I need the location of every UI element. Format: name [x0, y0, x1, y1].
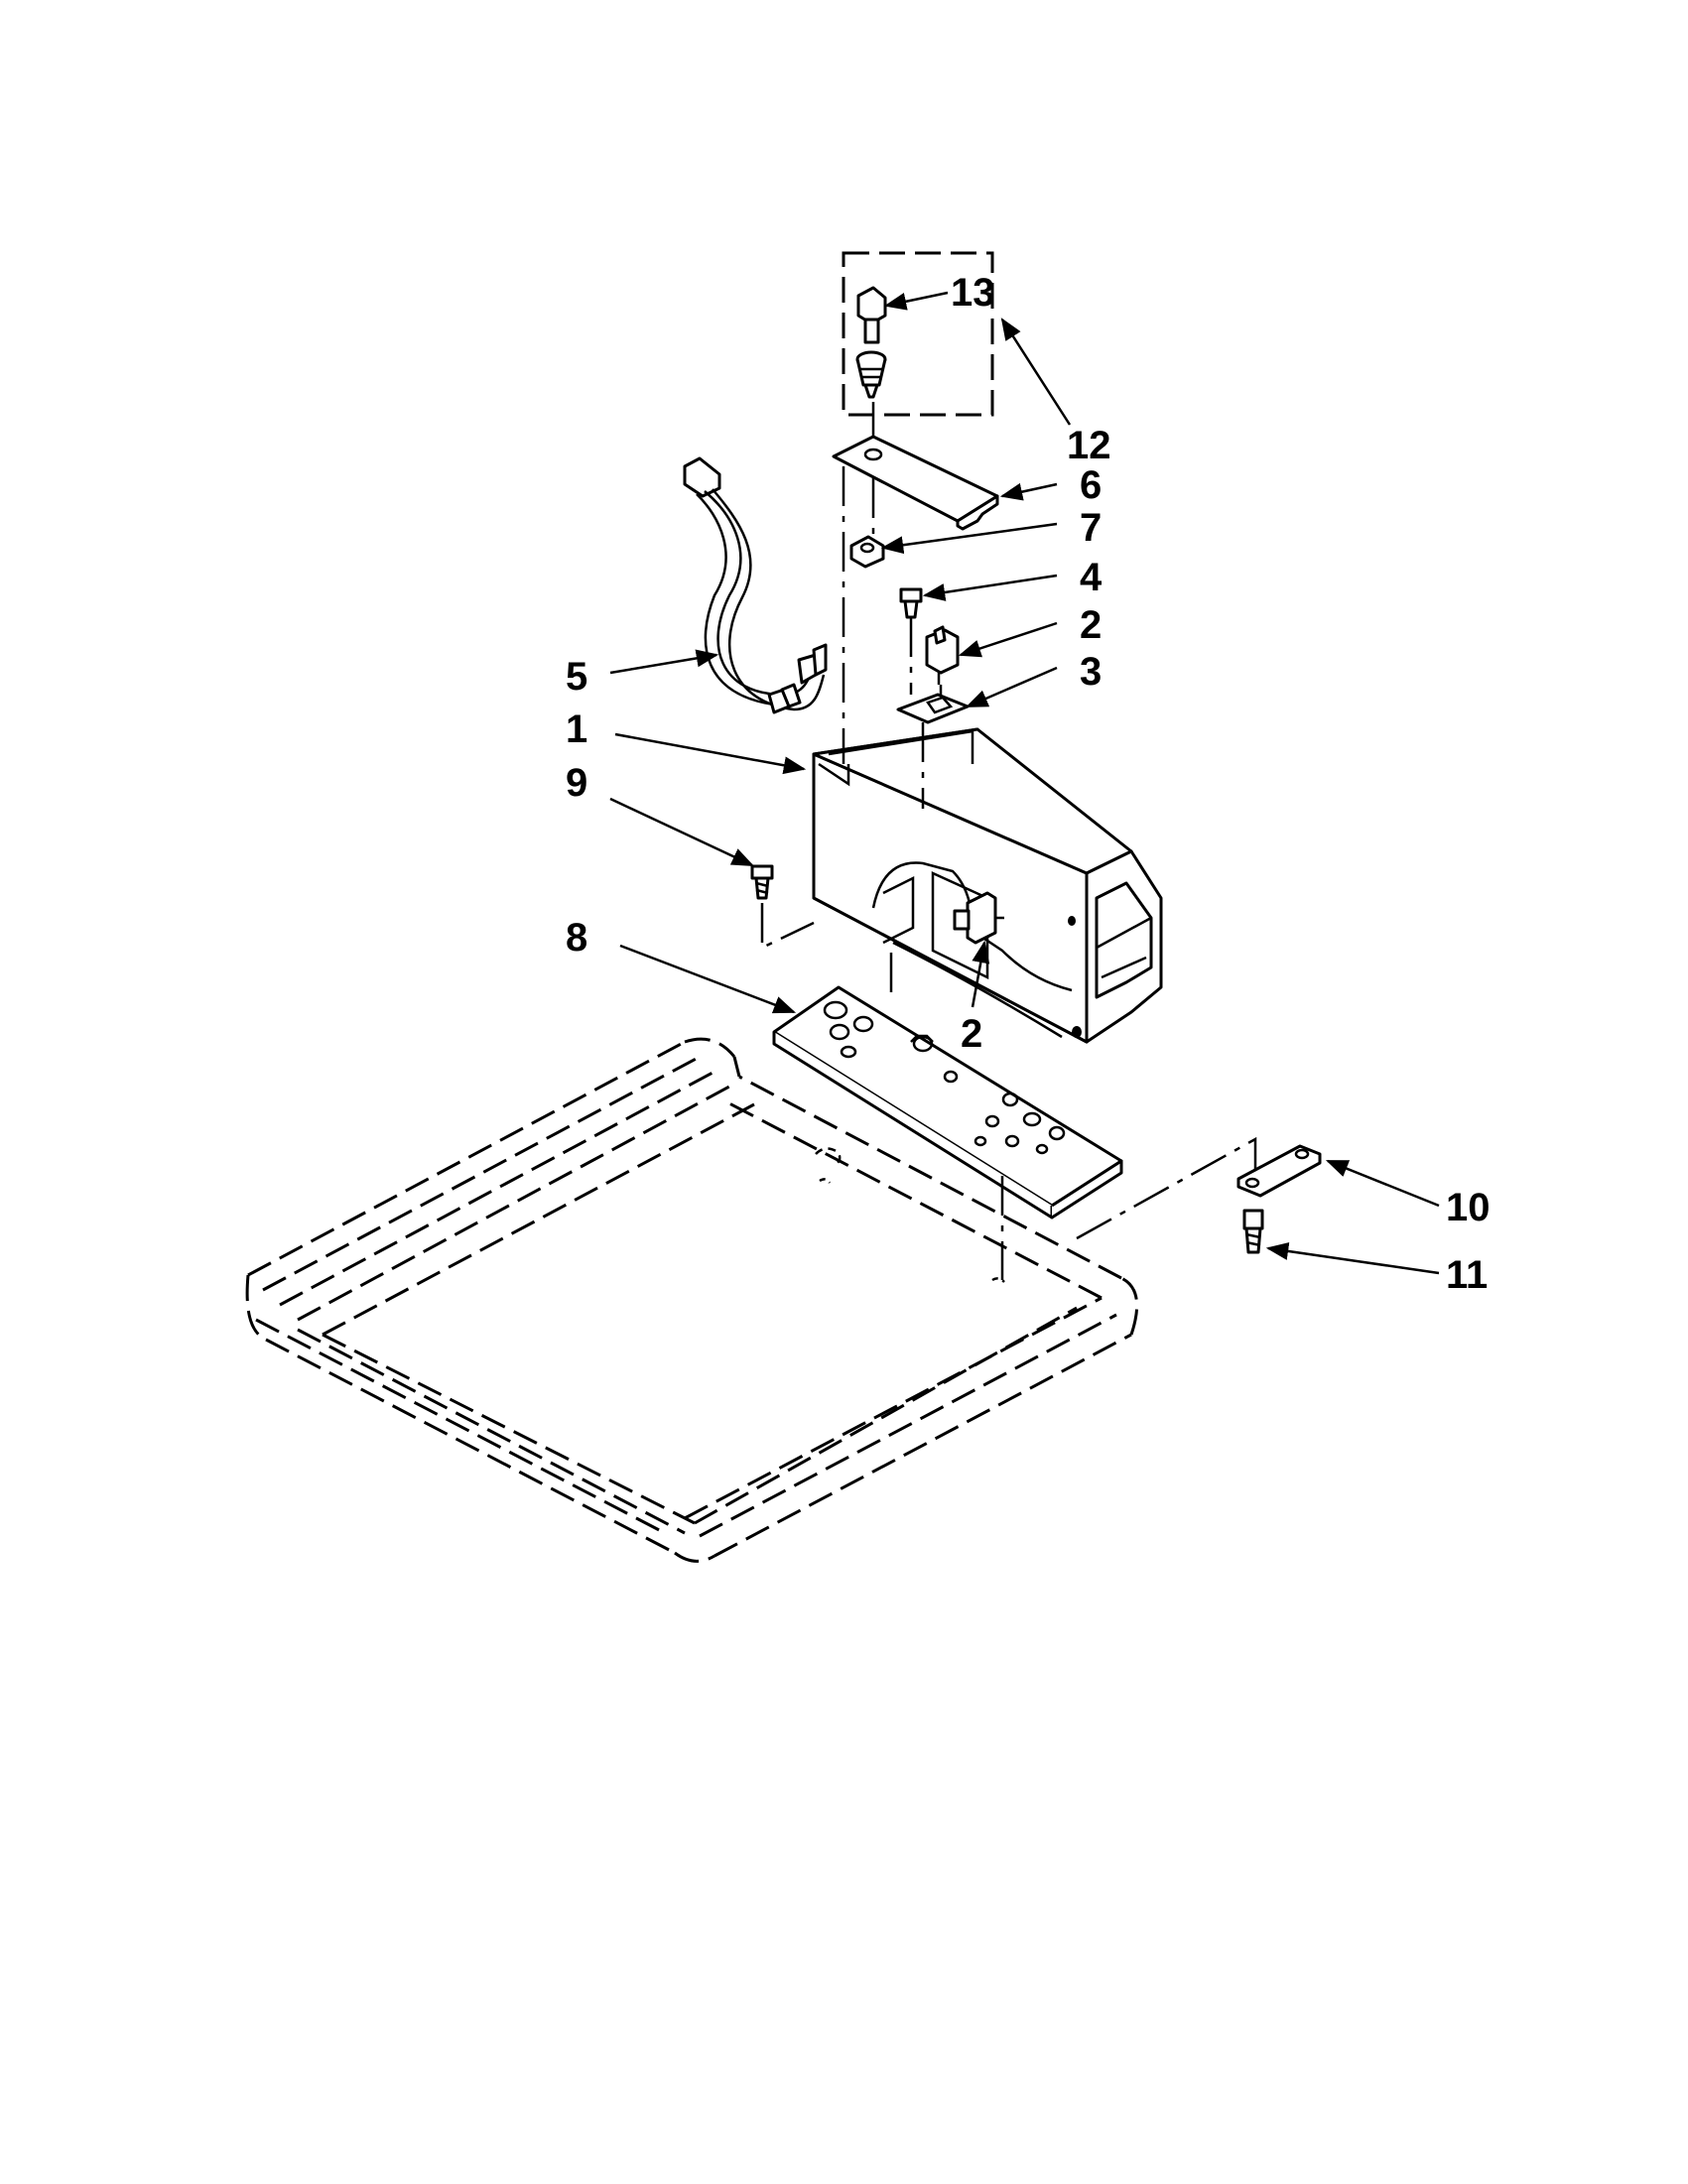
callout-10: 10 — [1446, 1186, 1491, 1229]
callout-2-upper: 2 — [1080, 603, 1102, 647]
screw-9-guide — [760, 903, 815, 950]
screw-4 — [899, 587, 923, 619]
screw-9 — [750, 864, 774, 900]
bracket-3 — [896, 693, 970, 724]
callout-4: 4 — [1080, 556, 1103, 599]
wire-harness — [683, 456, 828, 714]
upper-switch — [925, 625, 960, 685]
callout-8: 8 — [566, 916, 587, 960]
bracket-10-guide — [1076, 1136, 1257, 1240]
lower-switch — [953, 891, 1004, 945]
callout-3: 3 — [1080, 650, 1102, 694]
callout-7: 7 — [1080, 506, 1102, 550]
clip-7 — [849, 535, 885, 569]
callout-5: 5 — [566, 655, 587, 699]
lock-kit-box — [842, 251, 994, 417]
callout-13: 13 — [951, 271, 995, 315]
lid — [832, 435, 999, 531]
callout-11: 11 — [1446, 1253, 1488, 1297]
callout-2-lower: 2 — [961, 1012, 982, 1056]
bracket-10 — [1236, 1144, 1322, 1198]
callout-9: 9 — [566, 761, 587, 805]
mounting-plate — [772, 985, 1123, 1220]
callout-labels: 13 12 6 7 4 2 3 5 1 9 8 2 10 11 — [566, 271, 1491, 1297]
lock-key — [856, 286, 887, 344]
callout-6: 6 — [1080, 463, 1102, 507]
cabinet-top-frame — [245, 1037, 1139, 1563]
callout-1: 1 — [566, 707, 587, 751]
console-housing — [812, 727, 1163, 1044]
callout-12: 12 — [1067, 424, 1111, 467]
lock-cylinder — [855, 350, 887, 399]
leader-lines — [609, 291, 1440, 1275]
screw-11 — [1242, 1209, 1264, 1254]
